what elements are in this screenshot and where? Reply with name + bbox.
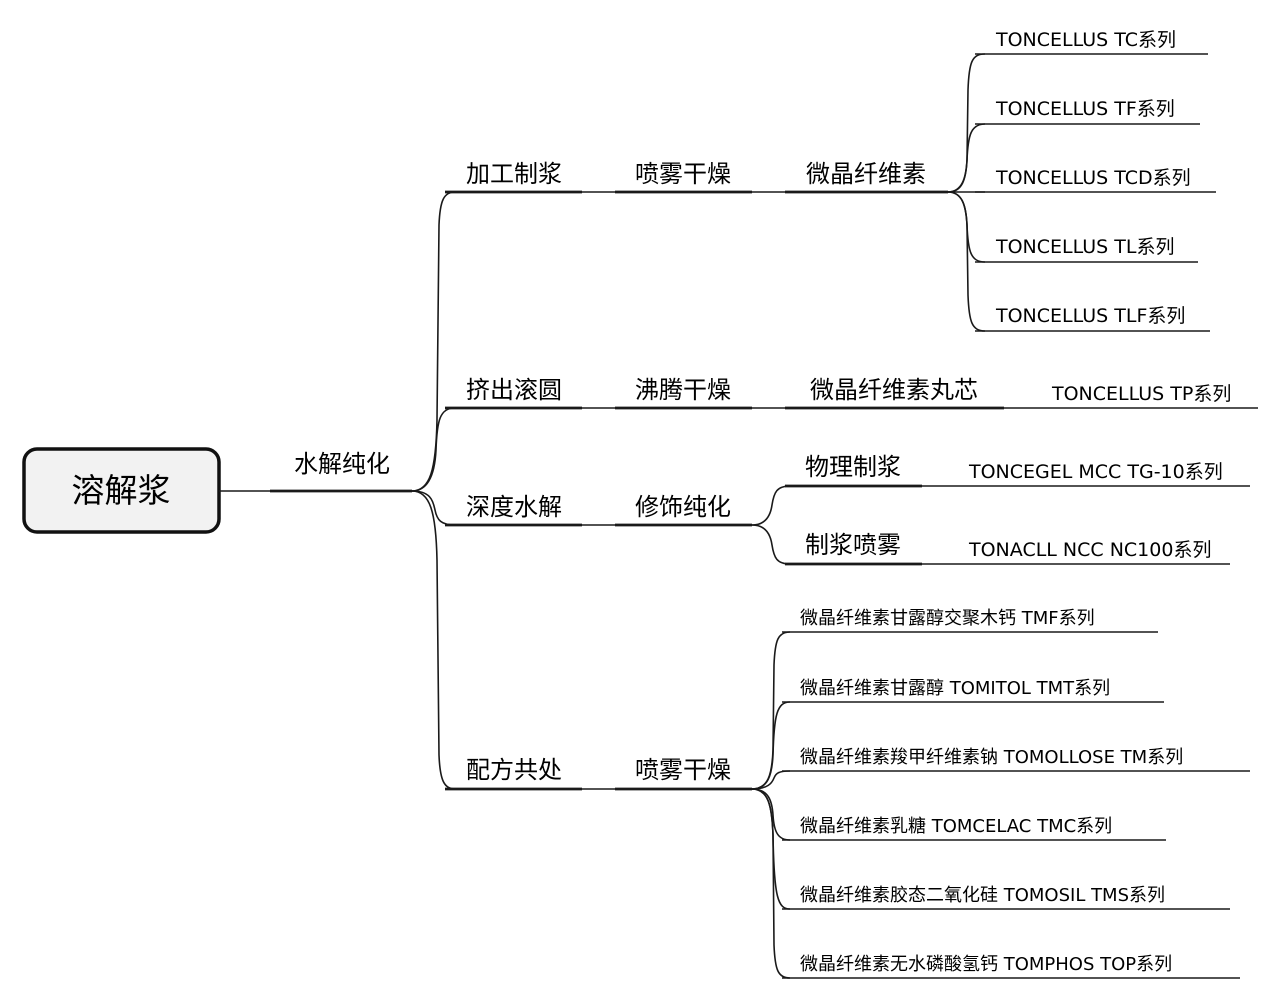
branch3-sub-node[interactable]: 修饰纯化: [615, 493, 752, 527]
branch-jichu-gunyuan[interactable]: 挤出滚圆: [445, 376, 582, 410]
level1-node[interactable]: 水解纯化: [270, 450, 412, 493]
branch1-sub-node[interactable]: 喷雾干燥: [615, 160, 752, 194]
branch1-sub-label: 喷雾干燥: [635, 160, 731, 188]
leaf-label: TONCELLUS TP系列: [1051, 383, 1231, 405]
branch2-label: 挤出滚圆: [466, 376, 562, 404]
branch-jiagong-zhijiang[interactable]: 加工制浆: [445, 160, 582, 194]
branch4-label: 配方共处: [466, 756, 562, 784]
level1-connectors: [411, 191, 456, 790]
branch4-leaf-tm[interactable]: 微晶纤维素羧甲纤维素钠 TOMOLLOSE TM系列: [782, 747, 1250, 772]
leaf-label: TONCELLUS TL系列: [995, 236, 1174, 258]
root-node-label: 溶解浆: [72, 471, 171, 510]
leaf-label: TONCELLUS TCD系列: [995, 167, 1191, 189]
branch4-leaf-connectors: [751, 631, 791, 979]
branch2-sub-label: 沸腾干燥: [635, 376, 731, 404]
branch2-leaf-tp[interactable]: TONCELLUS TP系列: [1004, 383, 1258, 409]
leaf-label: TONACLL NCC NC100系列: [968, 539, 1211, 561]
branch1-leaf-tc[interactable]: TONCELLUS TC系列: [975, 29, 1208, 55]
branch-shendu-shuijie[interactable]: 深度水解: [445, 493, 582, 527]
branch3-connectors: [751, 485, 791, 565]
branch3-item1-label: 物理制浆: [805, 453, 901, 481]
branch4-leaf-tms[interactable]: 微晶纤维素胶态二氧化硅 TOMOSIL TMS系列: [782, 885, 1230, 910]
leaf-label: 微晶纤维素无水磷酸氢钙 TOMPHOS TOP系列: [800, 954, 1172, 975]
leaf-label: 微晶纤维素胶态二氧化硅 TOMOSIL TMS系列: [800, 885, 1165, 906]
branch1-product-node[interactable]: 微晶纤维素: [785, 160, 948, 194]
branch1-product-label: 微晶纤维素: [806, 160, 926, 188]
branch2-product-node[interactable]: 微晶纤维素丸芯: [785, 376, 1004, 410]
branch1-leaf-tlf[interactable]: TONCELLUS TLF系列: [975, 305, 1210, 332]
branch3-leaf-tg10[interactable]: TONCEGEL MCC TG-10系列: [922, 461, 1250, 487]
leaf-label: TONCELLUS TF系列: [995, 98, 1175, 120]
branch4-sub-label: 喷雾干燥: [635, 756, 731, 784]
branch4-leaf-tmc[interactable]: 微晶纤维素乳糖 TOMCELAC TMC系列: [782, 816, 1166, 841]
leaf-label: 微晶纤维素甘露醇 TOMITOL TMT系列: [800, 678, 1110, 699]
branch2-product-label: 微晶纤维素丸芯: [810, 376, 978, 404]
leaf-label: 微晶纤维素乳糖 TOMCELAC TMC系列: [800, 816, 1112, 837]
root-node[interactable]: 溶解浆: [22, 447, 221, 534]
branch3-leaf-nc100[interactable]: TONACLL NCC NC100系列: [922, 539, 1230, 565]
branch1-leaf-tf[interactable]: TONCELLUS TF系列: [975, 98, 1200, 125]
branch3-sub-label: 修饰纯化: [635, 493, 731, 521]
branch3-item-wuli-zhijiang[interactable]: 物理制浆: [785, 453, 922, 488]
leaf-label: 微晶纤维素羧甲纤维素钠 TOMOLLOSE TM系列: [800, 747, 1183, 768]
leaf-label: TONCEGEL MCC TG-10系列: [968, 461, 1223, 483]
branch4-leaf-tmf[interactable]: 微晶纤维素甘露醇交聚木钙 TMF系列: [782, 608, 1158, 633]
leaf-label: TONCELLUS TLF系列: [995, 305, 1185, 327]
branch1-leaf-tl[interactable]: TONCELLUS TL系列: [975, 236, 1198, 263]
branch4-leaf-top[interactable]: 微晶纤维素无水磷酸氢钙 TOMPHOS TOP系列: [782, 954, 1240, 979]
branch1-label: 加工制浆: [466, 160, 562, 188]
branch3-item2-label: 制浆喷雾: [805, 531, 901, 559]
branch-peifang-gongchu[interactable]: 配方共处: [445, 756, 582, 791]
level1-label: 水解纯化: [294, 450, 390, 478]
branch3-item-zhijiang-penwu[interactable]: 制浆喷雾: [785, 531, 922, 566]
branch4-sub-node[interactable]: 喷雾干燥: [615, 756, 752, 791]
branch2-sub-node[interactable]: 沸腾干燥: [615, 376, 752, 410]
branch1-leaf-tcd[interactable]: TONCELLUS TCD系列: [975, 167, 1216, 193]
leaf-label: 微晶纤维素甘露醇交聚木钙 TMF系列: [800, 608, 1095, 629]
leaf-label: TONCELLUS TC系列: [995, 29, 1176, 51]
branch3-label: 深度水解: [466, 493, 562, 521]
branch4-leaf-tmt[interactable]: 微晶纤维素甘露醇 TOMITOL TMT系列: [782, 678, 1164, 703]
